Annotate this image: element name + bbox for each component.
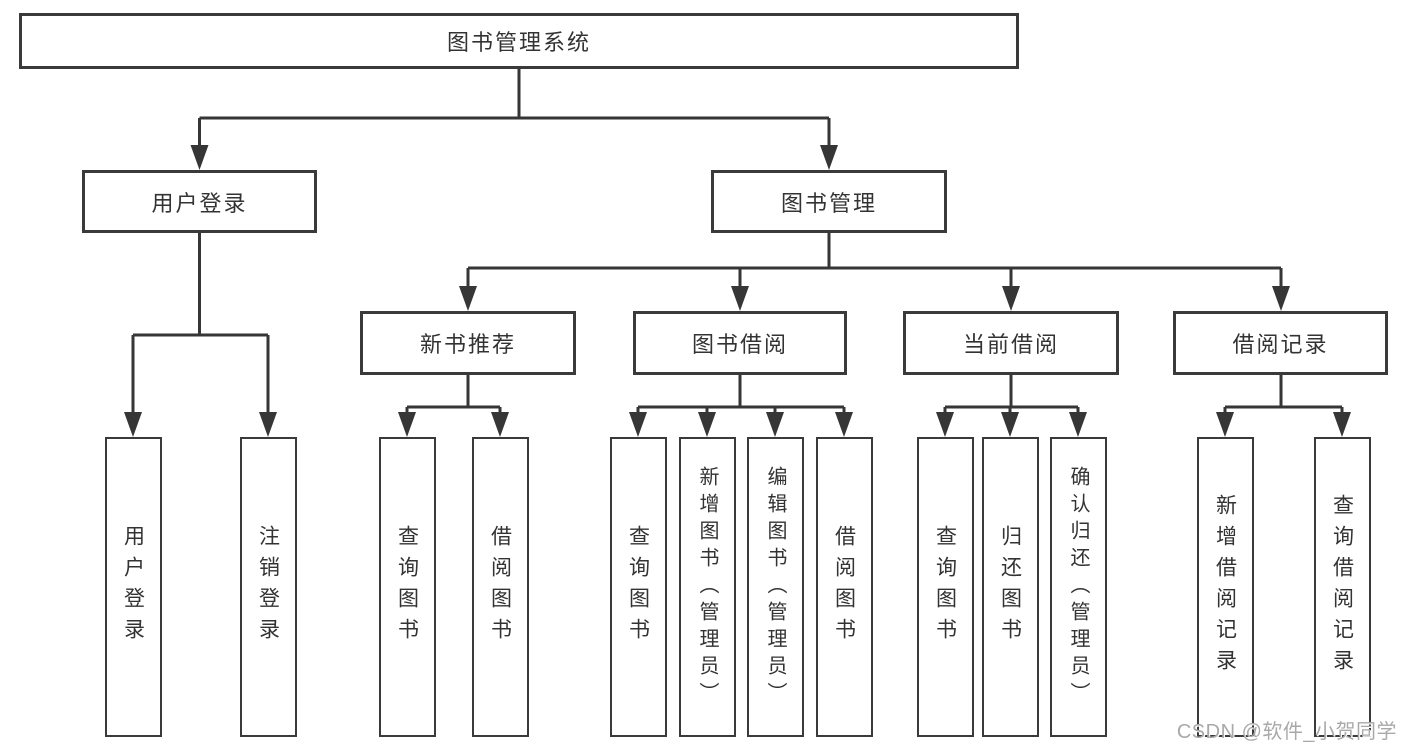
leaf-query-book-current: 查询图书 bbox=[916, 437, 974, 737]
node-new-book-recommend-label: 新书推荐 bbox=[419, 332, 516, 357]
leaf-add-book-admin-label: 新增图书（管理员） bbox=[696, 465, 718, 709]
leaf-borrow-book-label: 借阅图书 bbox=[832, 525, 856, 649]
arrowheads bbox=[124, 145, 1351, 437]
leaf-query-book-recommend: 查询图书 bbox=[378, 437, 436, 737]
leaf-confirm-return-admin-label: 确认归还（管理员） bbox=[1067, 465, 1089, 709]
leaf-query-book-borrowing-label: 查询图书 bbox=[626, 525, 650, 649]
node-book-borrowing: 图书借阅 bbox=[633, 311, 847, 375]
node-current-borrowing-label: 当前借阅 bbox=[962, 332, 1059, 357]
node-root-label: 图书管理系统 bbox=[446, 30, 591, 55]
leaf-add-borrow-record-label: 新增借阅记录 bbox=[1213, 494, 1237, 680]
leaf-add-borrow-record: 新增借阅记录 bbox=[1196, 437, 1254, 737]
leaf-borrow-book: 借阅图书 bbox=[815, 437, 873, 737]
node-book-management-label: 图书管理 bbox=[780, 190, 877, 216]
leaf-logout-login-label: 注销登录 bbox=[256, 525, 280, 649]
node-book-borrowing-label: 图书借阅 bbox=[691, 332, 788, 357]
node-root: 图书管理系统 bbox=[19, 13, 1019, 69]
csdn-watermark: CSDN @软件_小贺同学 bbox=[1176, 721, 1397, 743]
leaf-user-login-label: 用户登录 bbox=[121, 525, 145, 649]
leaf-borrow-book-recommend-label: 借阅图书 bbox=[488, 525, 512, 649]
leaf-borrow-book-recommend: 借阅图书 bbox=[471, 437, 529, 737]
leaf-return-book-label: 归还图书 bbox=[998, 525, 1022, 649]
leaf-edit-book-admin: 编辑图书（管理员） bbox=[746, 437, 804, 737]
leaf-logout-login: 注销登录 bbox=[239, 437, 297, 737]
node-current-borrowing: 当前借阅 bbox=[903, 311, 1119, 375]
node-user-login: 用户登录 bbox=[82, 170, 317, 233]
leaf-query-book-current-label: 查询图书 bbox=[933, 525, 957, 649]
leaf-query-borrow-record-label: 查询借阅记录 bbox=[1330, 494, 1354, 680]
leaf-query-borrow-record: 查询借阅记录 bbox=[1313, 437, 1371, 737]
node-borrow-records-label: 借阅记录 bbox=[1232, 332, 1329, 357]
leaf-confirm-return-admin: 确认归还（管理员） bbox=[1049, 437, 1107, 737]
node-book-management: 图书管理 bbox=[711, 170, 947, 233]
node-borrow-records: 借阅记录 bbox=[1173, 311, 1388, 375]
leaf-query-book-borrowing: 查询图书 bbox=[609, 437, 667, 737]
leaf-edit-book-admin-label: 编辑图书（管理员） bbox=[764, 465, 786, 709]
leaf-add-book-admin: 新增图书（管理员） bbox=[678, 437, 736, 737]
node-user-login-label: 用户登录 bbox=[151, 190, 248, 216]
leaf-user-login: 用户登录 bbox=[104, 437, 162, 737]
leaf-return-book: 归还图书 bbox=[981, 437, 1039, 737]
leaf-query-book-recommend-label: 查询图书 bbox=[395, 525, 419, 649]
node-new-book-recommend: 新书推荐 bbox=[360, 311, 576, 375]
